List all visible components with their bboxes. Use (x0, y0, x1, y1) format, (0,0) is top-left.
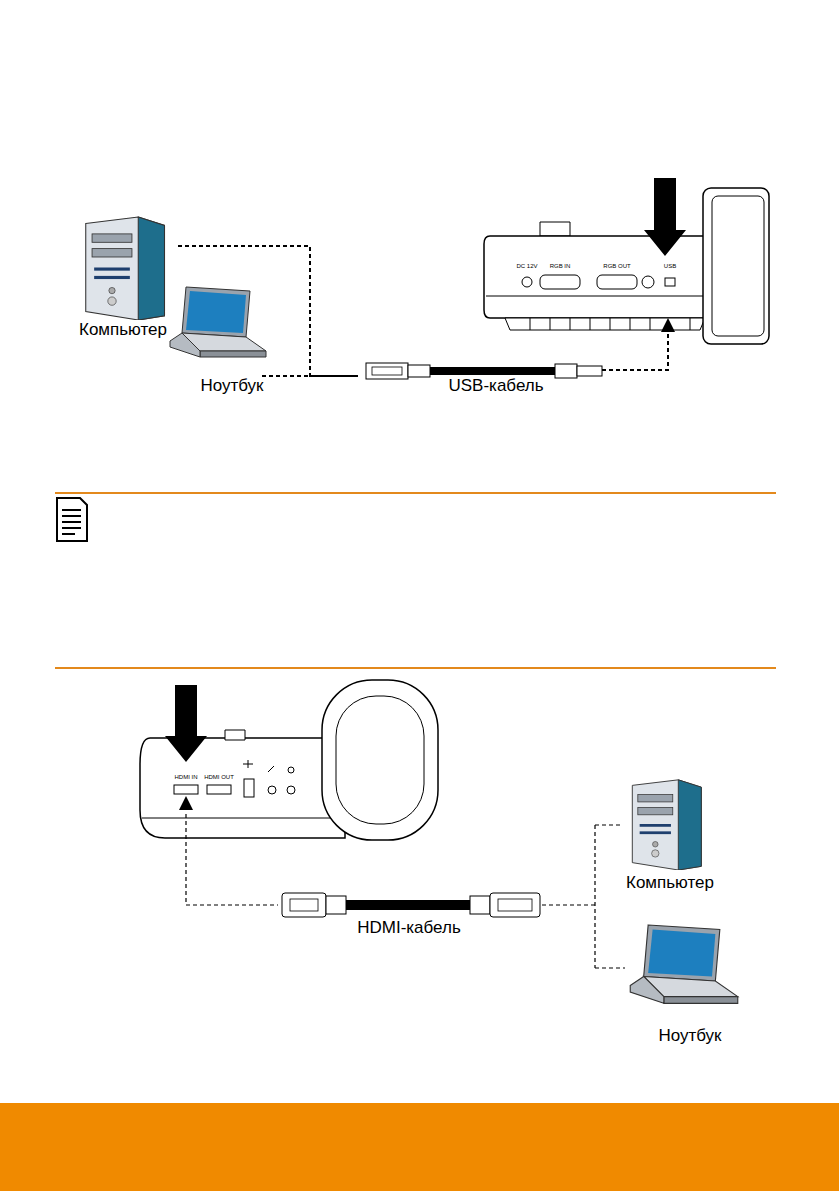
device-label: Компьютер (79, 321, 167, 340)
port-label: DC 12V (516, 263, 537, 270)
device-label: Компьютер (626, 874, 714, 893)
port-label: HDMI OUT (204, 774, 234, 781)
device-label: Ноутбук (658, 1027, 721, 1046)
port-label: RGB OUT (603, 263, 630, 270)
device-label: Ноутбук (200, 377, 263, 396)
port-label: USB (664, 263, 676, 270)
port-label: HDMI IN (175, 774, 198, 781)
cable-label: HDMI-кабель (357, 919, 461, 938)
cable-label: USB-кабель (448, 377, 543, 396)
port-label: RGB IN (550, 263, 571, 270)
